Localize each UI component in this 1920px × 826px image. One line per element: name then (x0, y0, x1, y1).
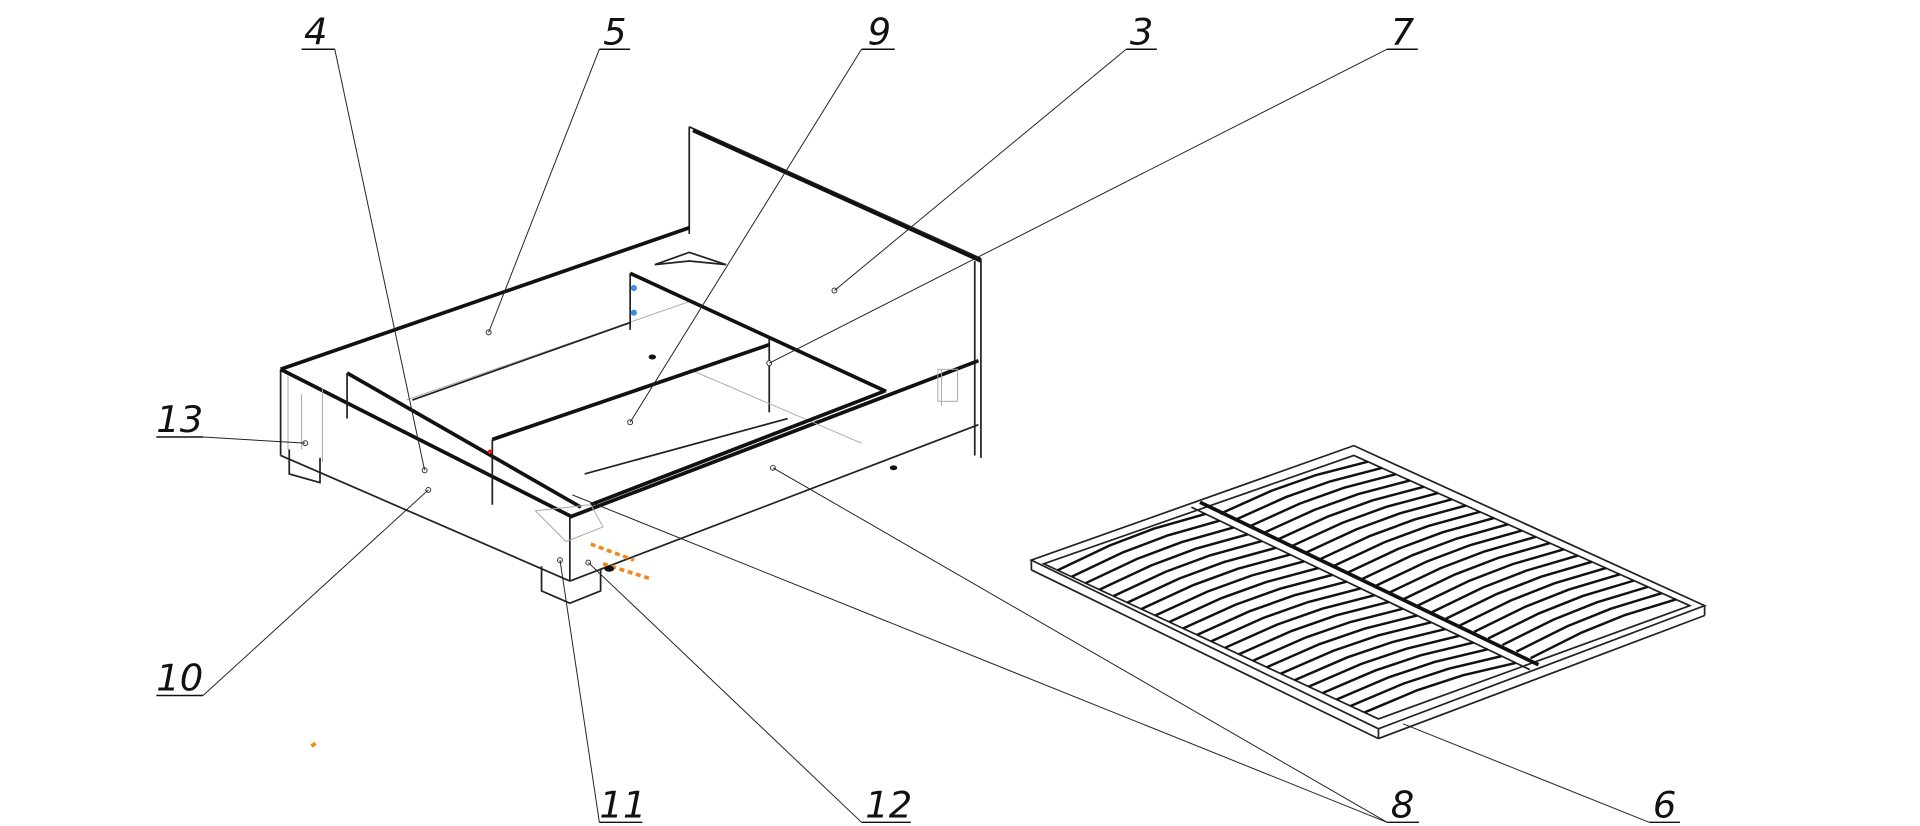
slat (1294, 627, 1446, 682)
right-side-panel (569, 358, 980, 582)
slat (1304, 498, 1453, 555)
slat (1318, 504, 1467, 561)
slat (1266, 614, 1418, 669)
slat (1346, 516, 1495, 574)
slat (1403, 541, 1551, 601)
callout-8: 8 (1391, 783, 1414, 826)
crossbar (491, 342, 885, 507)
slat (1276, 485, 1425, 542)
slat (1336, 648, 1488, 701)
slat (1417, 548, 1565, 607)
slat (1360, 523, 1509, 581)
slat (1322, 641, 1474, 695)
slat (1252, 607, 1404, 662)
slat (1262, 479, 1411, 535)
center-panel (629, 271, 887, 444)
callout-10: 10 (156, 657, 203, 700)
slat (1238, 600, 1390, 656)
callout-4: 4 (304, 10, 327, 53)
slat (1071, 519, 1220, 578)
callout-3: 3 (1130, 10, 1153, 53)
slat (1280, 621, 1432, 675)
callout-13: 13 (156, 398, 203, 441)
slat (1473, 573, 1621, 634)
slat (1224, 593, 1376, 649)
slat (1487, 579, 1635, 640)
slat (1529, 598, 1677, 660)
slat (1126, 546, 1277, 604)
slat (1233, 466, 1383, 522)
callout-7: 7 (1391, 10, 1415, 53)
slat (1290, 491, 1439, 548)
callout-5: 5 (603, 10, 626, 53)
slat (1196, 580, 1347, 637)
slat (1057, 512, 1206, 572)
slat (1388, 535, 1537, 594)
slat (1098, 533, 1249, 591)
left-side-panel (279, 225, 690, 456)
slat (1501, 585, 1649, 647)
callout-9: 9 (868, 10, 891, 53)
inner-rail (346, 301, 690, 509)
front-panel (279, 367, 574, 582)
slat (1445, 560, 1593, 620)
slat (1459, 566, 1607, 627)
headboard (688, 126, 982, 458)
slat (1350, 654, 1502, 708)
slat (1112, 539, 1263, 598)
slat (1515, 591, 1663, 653)
slat (1154, 560, 1305, 617)
slat (1247, 473, 1397, 528)
slat-frame (1029, 444, 1707, 740)
slat (1332, 510, 1481, 568)
slat (1431, 554, 1579, 614)
slat (1374, 529, 1523, 588)
label-underlines (156, 48, 1680, 824)
callout-6: 6 (1653, 783, 1676, 826)
slat (1210, 587, 1361, 643)
slat (1219, 460, 1369, 515)
callout-11: 11 (599, 783, 646, 826)
slat (1140, 553, 1291, 611)
leader-lines (202, 48, 1650, 823)
legs (288, 449, 602, 605)
slat (1308, 634, 1460, 688)
slat (1182, 573, 1333, 630)
slat (1364, 661, 1517, 714)
slat (1168, 566, 1319, 624)
slat (1085, 526, 1235, 585)
fasteners (310, 542, 651, 748)
callout-12: 12 (865, 783, 912, 826)
